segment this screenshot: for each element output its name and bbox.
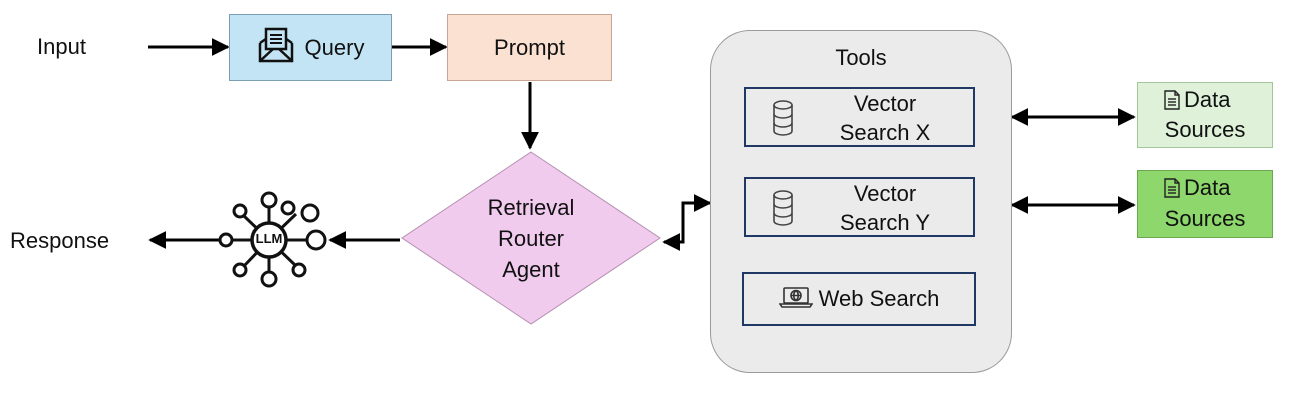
prompt-label: Prompt — [494, 34, 565, 60]
data-sources-2-line-1: Data — [1184, 175, 1231, 200]
data-sources-2-box: Data Sources — [1137, 170, 1273, 238]
router-label-line-2: Router — [497, 226, 565, 251]
vector-search-y-box: Vector Search Y — [744, 177, 975, 237]
document-icon — [1164, 90, 1180, 115]
data-sources-2-line-2: Sources — [1164, 206, 1246, 231]
vector-search-x-line-2: Search X — [839, 120, 931, 145]
data-sources-1-box: Data Sources — [1137, 82, 1273, 148]
response-label: Response — [10, 228, 110, 253]
router-label-line-3: Agent — [502, 257, 560, 282]
router-label: Retrieval Router Agent — [440, 192, 622, 285]
arrow-router-to-tools — [662, 194, 712, 251]
laptop-globe-icon — [778, 286, 814, 313]
tools-title: Tools — [835, 45, 887, 70]
vector-search-x-box: Vector Search X — [744, 87, 975, 147]
mail-document-icon — [257, 27, 295, 68]
router-label-line-1: Retrieval — [487, 195, 575, 220]
data-sources-1-line-1: Data — [1184, 87, 1231, 112]
input-label: Input — [37, 34, 86, 59]
vector-search-x-label: Vector Search X — [800, 89, 970, 147]
router-diamond — [401, 151, 661, 325]
query-label: Query — [304, 34, 365, 60]
data-sources-1-line-2: Sources — [1164, 117, 1246, 142]
prompt-box: Prompt — [447, 14, 612, 81]
vector-search-y-line-2: Search Y — [839, 210, 931, 235]
vector-search-y-line-1: Vector — [853, 181, 917, 206]
web-search-box: Web Search — [742, 272, 976, 326]
database-icon — [772, 190, 794, 231]
llm-network-icon: LLM — [218, 186, 330, 292]
document-icon — [1164, 178, 1180, 203]
web-search-label: Web Search — [818, 286, 940, 311]
llm-label: LLM — [255, 231, 283, 246]
query-box: Query — [229, 14, 392, 81]
database-icon — [772, 100, 794, 141]
vector-search-y-label: Vector Search Y — [800, 179, 970, 237]
vector-search-x-line-1: Vector — [853, 91, 917, 116]
